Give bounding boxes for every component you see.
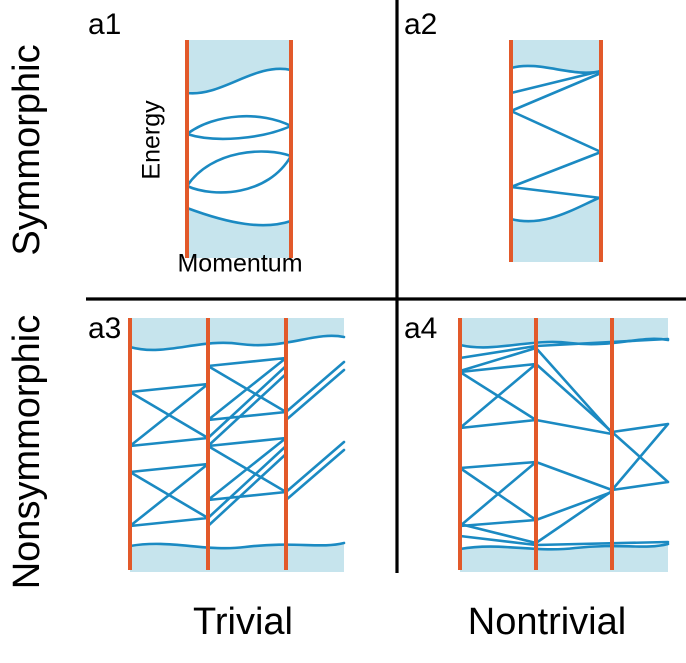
row-label-nonsymmorphic: Nonsymmorphic: [6, 314, 48, 590]
panel-a3-diagram: [128, 318, 346, 572]
a1-upper-band-fill: [187, 40, 291, 94]
energy-axis-label: Energy: [137, 100, 166, 180]
a3-lower-band-edge: [128, 541, 346, 550]
a3-lower-band-fill: [130, 543, 344, 572]
a2-lower-band-fill: [511, 197, 601, 262]
panel-a1-label: a1: [88, 8, 122, 41]
a4-lower-band-fill: [460, 544, 668, 572]
a3-upper-band-edge: [128, 334, 346, 352]
a4-top-stuck-band-pair: [458, 337, 670, 435]
panel-a1-diagram: [185, 40, 293, 258]
a1-band-pocket-upper: [185, 114, 293, 141]
a4-upper-left-hourglass: [458, 362, 538, 430]
a2-lower-band-edge: [509, 195, 603, 223]
a3-upper-band-fill: [130, 318, 344, 350]
panel-a2-diagram: [509, 40, 603, 262]
a4-converging-rail-bands: [534, 362, 614, 522]
a4-bottom-stuck-band-pair: [458, 489, 670, 547]
column-label-trivial: Trivial: [193, 601, 293, 643]
a1-upper-band-edge: [185, 67, 293, 95]
a4-lower-left-hourglass: [458, 460, 538, 528]
column-label-nontrivial: Nontrivial: [467, 601, 627, 643]
a1-lower-band-fill: [187, 208, 291, 258]
panel-a4-label: a4: [404, 312, 438, 345]
panel-a3-label: a3: [88, 312, 122, 345]
panel-a2-label: a2: [404, 8, 438, 41]
a1-band-pocket-lower: [185, 150, 293, 194]
panel-a4-diagram: [458, 318, 670, 572]
a4-lower-band-edge: [458, 542, 670, 551]
a4-right-hourglass: [610, 422, 670, 492]
a3-hourglass-bands-lower-row: [128, 436, 346, 528]
row-label-symmorphic: Symmorphic: [6, 44, 48, 256]
a3-hourglass-bands-upper-row: [128, 356, 346, 448]
a4-upper-band-fill: [460, 318, 668, 348]
a1-lower-band-edge: [185, 206, 293, 227]
momentum-axis-label: Momentum: [177, 249, 303, 278]
a2-upper-band-fill: [511, 40, 601, 73]
a2-gapless-crossing-bands: [509, 69, 603, 200]
